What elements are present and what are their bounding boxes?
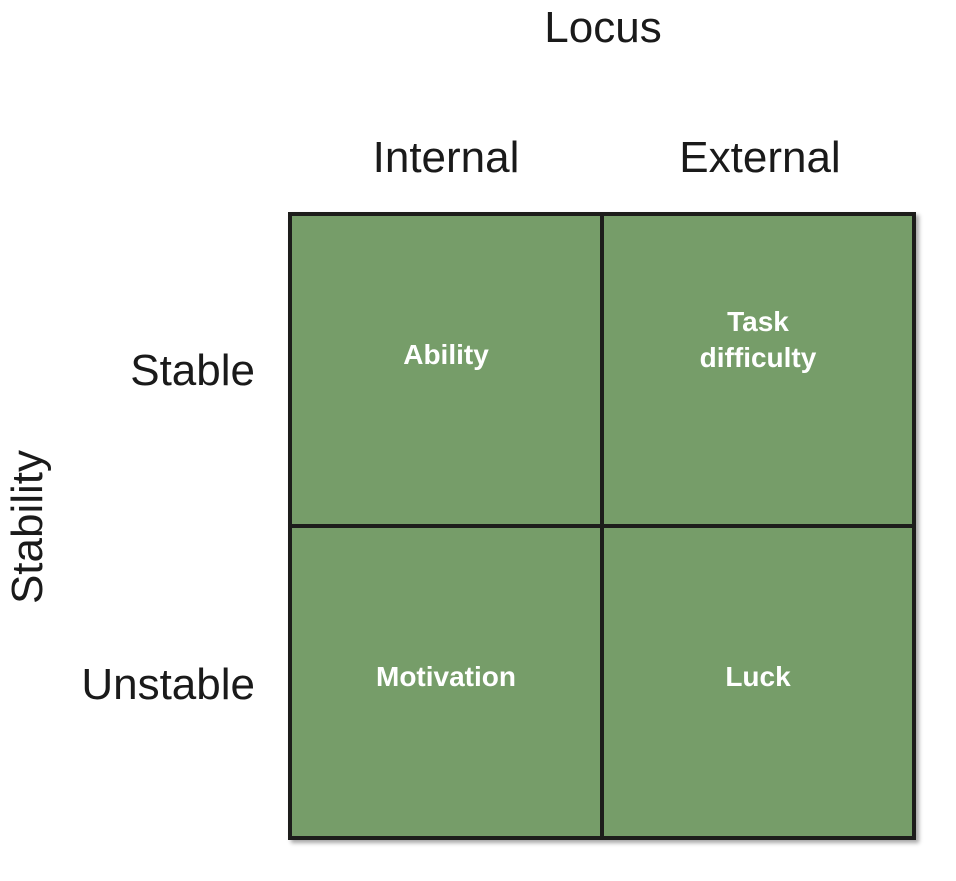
cell-internal-unstable: Motivation [292, 526, 602, 836]
cell-label-task: Task [727, 306, 789, 338]
cell-external-stable: Task difficulty [602, 216, 912, 526]
cell-label-difficulty: difficulty [699, 342, 817, 373]
row-header-stable: Stable [130, 346, 255, 395]
cell-internal-stable: Ability [292, 216, 602, 526]
row-header-unstable: Unstable [81, 660, 255, 709]
cell-label-luck: Luck [725, 661, 791, 693]
cell-label-ability: Ability [403, 339, 489, 371]
locus-axis-title: Locus [544, 3, 662, 52]
attribution-grid: Ability Task difficulty Motivation Luck [288, 212, 916, 840]
stability-axis-title: Stability [3, 449, 52, 605]
cell-external-unstable: Luck [602, 526, 912, 836]
column-header-internal: Internal [372, 133, 520, 182]
cell-label-motivation: Motivation [376, 661, 516, 693]
column-header-external: External [679, 133, 841, 182]
